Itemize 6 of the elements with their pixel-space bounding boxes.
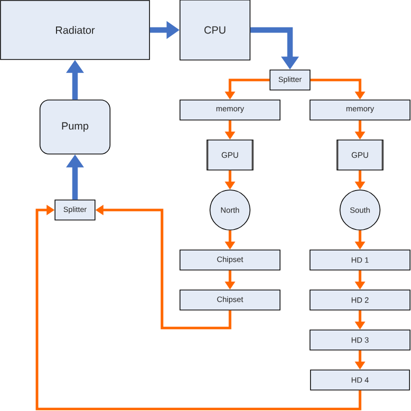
process-box: CPU [180,0,250,60]
arrow [36,204,362,410]
process-box: Radiator [0,0,150,60]
process-box: GPU [206,140,254,170]
rounded-box: Pump [40,100,110,154]
process-box: GPU [336,140,384,170]
